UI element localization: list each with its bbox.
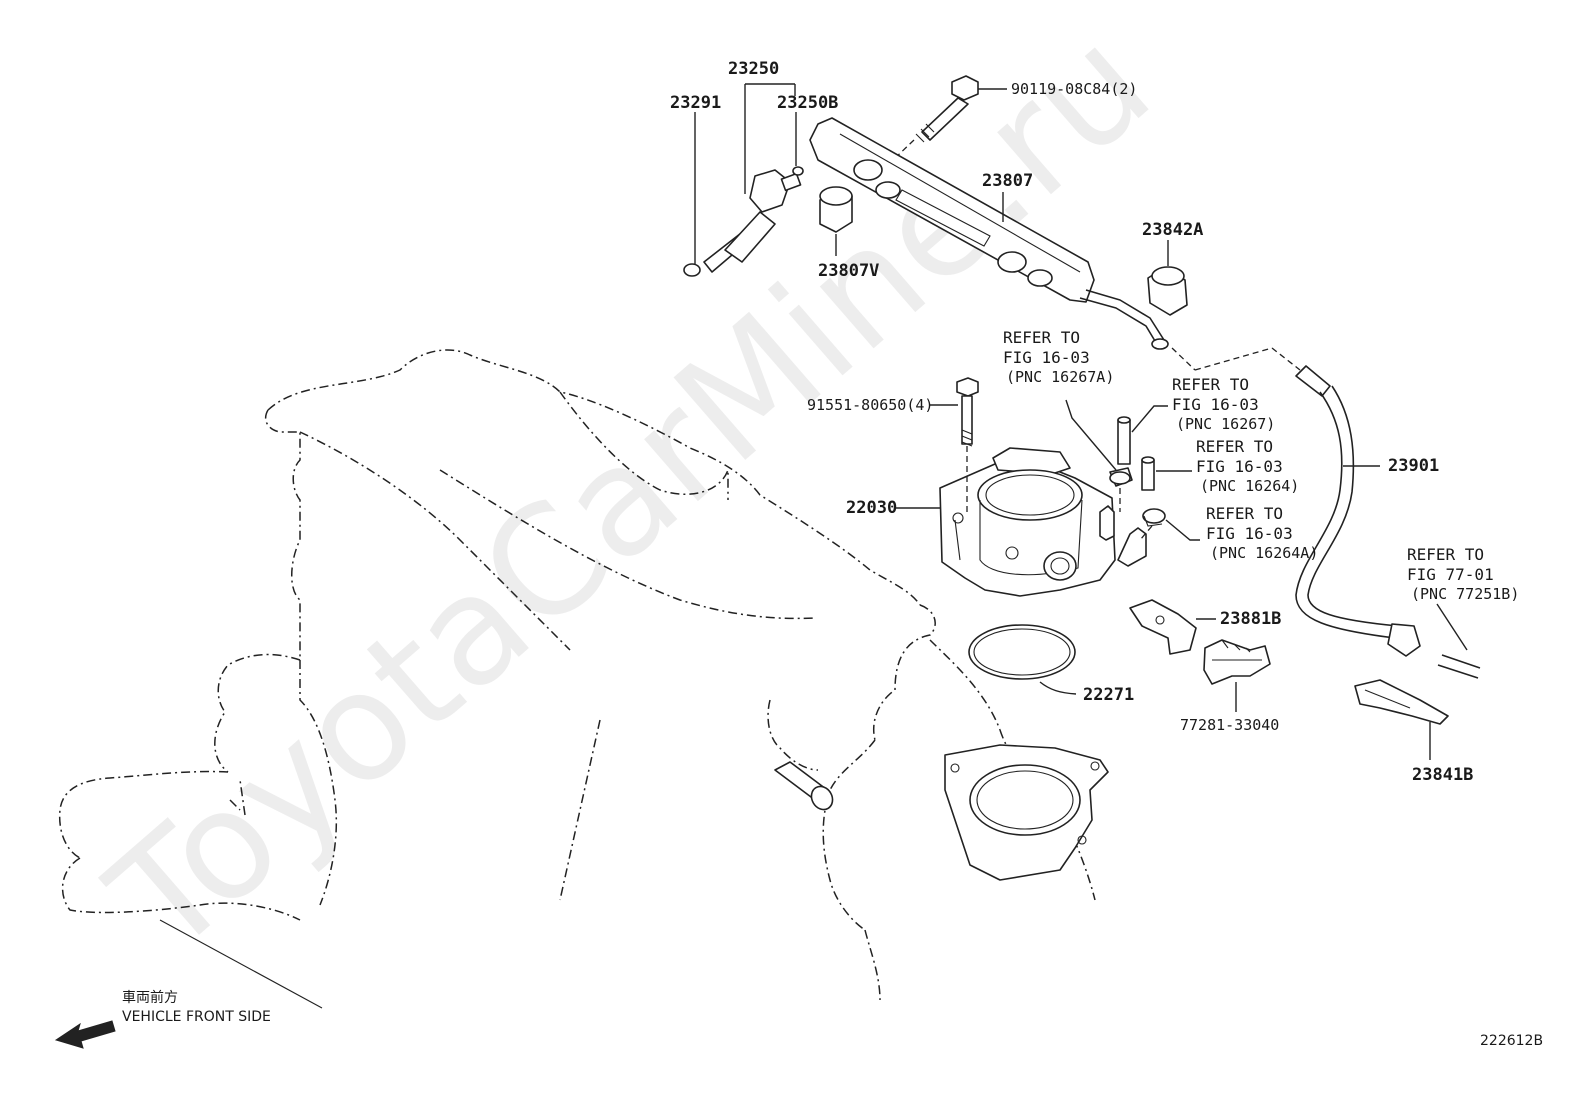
bolt-90119	[915, 75, 979, 143]
leader-77251B	[1436, 603, 1468, 651]
bracket-23881B	[1129, 599, 1197, 655]
reference-note-16264A: REFER TO FIG 16-03 (PNC 16264A)	[1206, 504, 1318, 562]
orientation-label-en: VEHICLE FRONT SIDE	[122, 1009, 271, 1025]
ref-line-3: (PNC 16267)	[1176, 415, 1275, 433]
bolt-91551	[956, 377, 979, 447]
leader-16267	[1131, 405, 1168, 433]
insulator-23842A	[1147, 266, 1188, 316]
ref-line-3: (PNC 16264)	[1200, 477, 1299, 495]
ref-line-1: REFER TO	[1003, 328, 1080, 347]
injector-assembly	[683, 166, 853, 277]
ref-line-1: REFER TO	[1407, 545, 1484, 564]
gasket-22271	[968, 624, 1076, 680]
part-label-90119: 90119-08C84(2)	[1011, 80, 1137, 98]
fuel-rail-23807	[809, 117, 1169, 350]
reference-note-16267A: REFER TO FIG 16-03 (PNC 16267A)	[1003, 328, 1114, 386]
clamp-77281	[1203, 639, 1271, 685]
part-label-23901: 23901	[1388, 456, 1439, 476]
ref-line-3: (PNC 16264A)	[1210, 544, 1318, 562]
ref-line-2: FIG 16-03	[1206, 524, 1293, 543]
clip-16264A	[1142, 508, 1166, 527]
reference-note-16267: REFER TO FIG 16-03 (PNC 16267)	[1172, 375, 1275, 433]
part-label-23291: 23291	[670, 93, 721, 113]
ref-line-3: (PNC 77251B)	[1411, 585, 1519, 603]
ref-line-2: FIG 16-03	[1003, 348, 1090, 367]
ref-line-2: FIG 16-03	[1172, 395, 1259, 414]
part-label-23250: 23250	[728, 59, 779, 79]
hose-stub-16264	[1141, 456, 1155, 491]
fuel-hose-23901	[1295, 365, 1421, 657]
leader-22271	[1039, 681, 1077, 695]
reference-note-77251B: REFER TO FIG 77-01 (PNC 77251B)	[1407, 545, 1519, 603]
ref-line-1: REFER TO	[1196, 437, 1273, 456]
reference-note-16264: REFER TO FIG 16-03 (PNC 16264)	[1196, 437, 1299, 495]
ref-line-2: FIG 77-01	[1407, 565, 1494, 584]
part-label-23250B: 23250B	[777, 93, 838, 113]
leader-16264A	[1165, 519, 1200, 541]
engine-outline	[58, 349, 1109, 1009]
part-label-23881B: 23881B	[1220, 609, 1281, 629]
part-label-23807: 23807	[982, 171, 1033, 191]
ref-line-1: REFER TO	[1206, 504, 1283, 523]
vehicle-front-indicator: 車両前方 VEHICLE FRONT SIDE	[54, 989, 271, 1049]
ref-line-1: REFER TO	[1172, 375, 1249, 394]
part-label-23841B: 23841B	[1412, 765, 1473, 785]
orientation-label-jp: 車両前方	[122, 989, 178, 1006]
front-arrow-icon	[54, 1020, 116, 1049]
clip-16267A	[1109, 467, 1133, 487]
ref-line-2: FIG 16-03	[1196, 457, 1283, 476]
part-label-22030: 22030	[846, 498, 897, 518]
throttle-body-22030	[939, 447, 1147, 597]
part-label-23807V: 23807V	[818, 261, 879, 281]
part-label-23842A: 23842A	[1142, 220, 1203, 240]
ref-line-3: (PNC 16267A)	[1006, 368, 1114, 386]
part-label-22271: 22271	[1083, 685, 1134, 705]
part-label-77281: 77281-33040	[1180, 716, 1279, 734]
part-label-91551: 91551-80650(4)	[807, 396, 933, 414]
drawing-number: 222612B	[1480, 1033, 1543, 1049]
clip-23841B	[1354, 679, 1449, 725]
hose-stub-16267	[1117, 416, 1131, 465]
leader-16267A	[1065, 399, 1117, 471]
